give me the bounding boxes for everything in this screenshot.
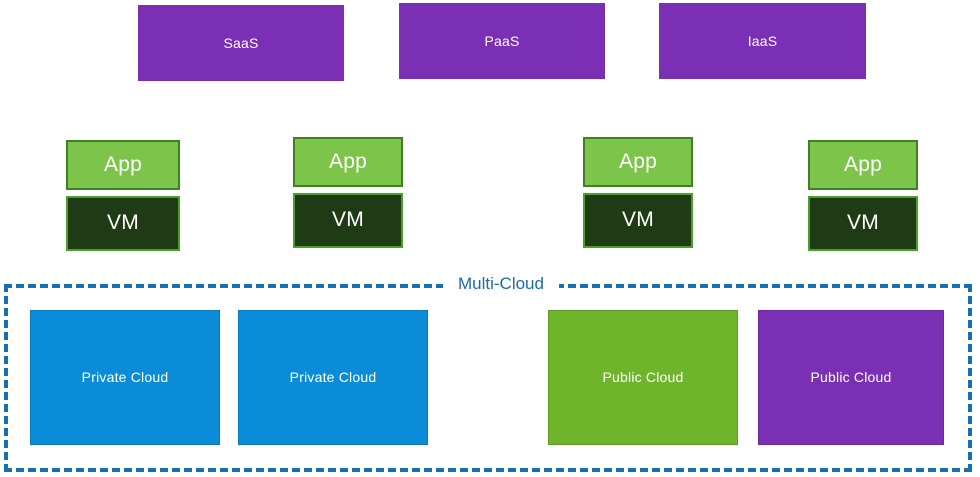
cloud-box-public-purple[interactable]: Public Cloud <box>758 310 944 445</box>
vm-label: VM <box>107 211 139 235</box>
vm-box-3[interactable]: VM <box>583 193 693 248</box>
vm-box-2[interactable]: VM <box>293 193 403 248</box>
app-box-3[interactable]: App <box>583 137 693 187</box>
service-model-box-iaas[interactable]: IaaS <box>659 3 866 79</box>
vm-box-1[interactable]: VM <box>66 196 180 251</box>
app-box-4[interactable]: App <box>808 140 918 190</box>
cloud-box-private-2[interactable]: Private Cloud <box>238 310 428 445</box>
service-model-label: PaaS <box>484 32 520 49</box>
vm-label: VM <box>847 211 879 235</box>
app-box-2[interactable]: App <box>293 137 403 187</box>
app-label: App <box>619 149 657 173</box>
vm-label: VM <box>622 208 654 232</box>
multi-cloud-label: Multi-Cloud <box>443 272 559 296</box>
app-box-1[interactable]: App <box>66 140 180 190</box>
service-model-label: SaaS <box>223 34 259 51</box>
cloud-label: Private Cloud <box>81 369 169 386</box>
cloud-label: Public Cloud <box>602 369 684 386</box>
vm-box-4[interactable]: VM <box>808 196 918 251</box>
app-label: App <box>329 149 367 173</box>
service-model-box-saas[interactable]: SaaS <box>138 5 344 81</box>
service-model-box-paas[interactable]: PaaS <box>399 3 605 79</box>
cloud-box-public-green[interactable]: Public Cloud <box>548 310 738 445</box>
app-label: App <box>104 152 142 176</box>
app-label: App <box>844 152 882 176</box>
cloud-box-private-1[interactable]: Private Cloud <box>30 310 220 445</box>
vm-label: VM <box>332 208 364 232</box>
cloud-label: Public Cloud <box>810 369 892 386</box>
cloud-label: Private Cloud <box>289 369 377 386</box>
service-model-label: IaaS <box>747 32 778 49</box>
